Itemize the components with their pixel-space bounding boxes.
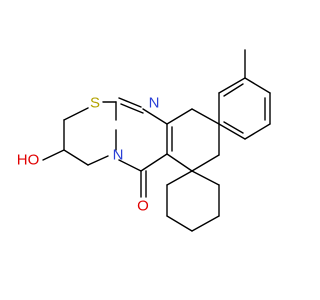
bond xyxy=(166,108,193,125)
bond xyxy=(87,155,109,166)
bond xyxy=(63,149,89,166)
bond xyxy=(142,108,168,125)
atom-labels: S N N O HO xyxy=(17,95,160,215)
bond xyxy=(191,108,220,125)
molecule-structure: S N N O HO xyxy=(17,49,271,232)
bond xyxy=(244,123,271,140)
bond xyxy=(140,153,168,172)
bond xyxy=(166,153,193,172)
bond xyxy=(63,107,89,121)
bond xyxy=(166,170,193,186)
bond xyxy=(191,215,220,232)
bond xyxy=(120,103,144,114)
bond xyxy=(42,149,65,161)
bond xyxy=(244,77,271,94)
bond xyxy=(191,170,220,186)
sulfur-atom-label: S xyxy=(90,95,100,112)
bond xyxy=(223,83,244,97)
bond xyxy=(218,77,246,94)
hydroxyl-group-label: HO xyxy=(17,152,40,169)
bond xyxy=(223,121,244,134)
bond-lines xyxy=(42,49,271,232)
bond xyxy=(218,123,246,140)
bond xyxy=(166,215,193,232)
imine-nitrogen-label: N xyxy=(149,95,160,112)
carbonyl-oxygen-label: O xyxy=(137,198,149,215)
bond xyxy=(118,97,142,108)
bond xyxy=(118,159,142,172)
ring-nitrogen-label: N xyxy=(113,147,124,164)
bond xyxy=(191,154,220,172)
